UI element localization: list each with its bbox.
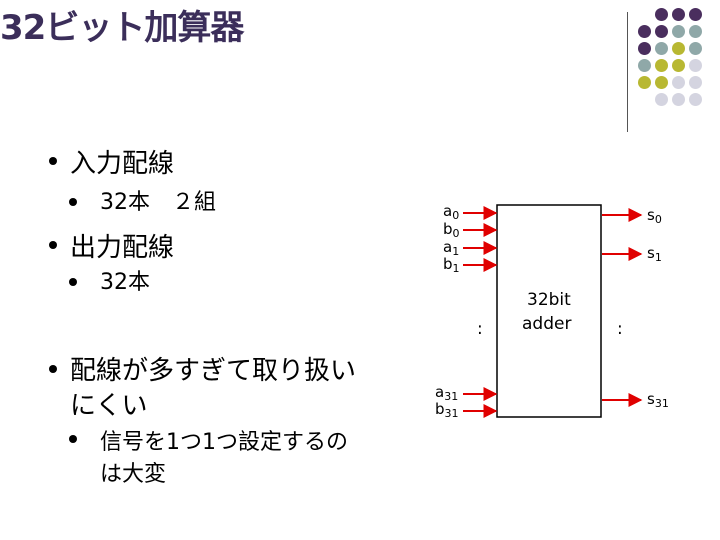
sub-bullet-marker (69, 198, 77, 206)
decorative-dot (655, 76, 668, 89)
decorative-dot (638, 25, 651, 38)
adder-label-line2: adder (522, 314, 572, 334)
bullet-marker (49, 365, 57, 373)
decorative-dot (672, 59, 685, 72)
input-label-a31: a31 (435, 383, 459, 404)
adder-label-line1: 32bit (527, 290, 571, 310)
input-label-a1: a1 (443, 238, 460, 259)
decorative-dot (689, 93, 702, 106)
sub-bullet-hard-to-set-line1: 信号を1つ1つ設定するの (100, 430, 348, 455)
decorative-dot (689, 42, 702, 55)
decorative-dot (672, 42, 685, 55)
sub-bullet-marker (69, 278, 77, 286)
bullet-input-wiring: 入力配線 (70, 149, 175, 179)
decorative-dot (655, 8, 668, 21)
decorative-dot (689, 59, 702, 72)
decorative-dot (672, 25, 685, 38)
bullet-too-many-wires-line2: にくい (70, 391, 148, 421)
output-ellipsis: : (617, 319, 623, 339)
decorative-dot (689, 76, 702, 89)
bullet-marker (49, 241, 57, 249)
input-label-b1: b1 (443, 255, 460, 276)
decorative-divider (627, 12, 628, 132)
sub-bullet-input-count: 32本 ２組 (100, 190, 216, 215)
decorative-dot (689, 25, 702, 38)
decorative-dot (638, 42, 651, 55)
sub-bullet-marker (69, 435, 77, 443)
input-ellipsis: : (477, 319, 483, 339)
decorative-dot (638, 59, 651, 72)
decorative-dot (689, 8, 702, 21)
decorative-dot (672, 93, 685, 106)
bullet-marker (49, 157, 57, 165)
output-label-s0: s0 (647, 206, 662, 227)
decorative-dot (655, 25, 668, 38)
sub-bullet-hard-to-set-line2: は大変 (100, 462, 167, 487)
bullet-output-wiring: 出力配線 (70, 233, 175, 263)
input-label-b31: b31 (435, 400, 459, 421)
decorative-dot (672, 76, 685, 89)
output-label-s31: s31 (647, 390, 669, 411)
decorative-dot (638, 76, 651, 89)
output-label-s1: s1 (647, 244, 662, 265)
decorative-dot (672, 8, 685, 21)
sub-bullet-output-count: 32本 (100, 270, 150, 295)
decorative-dot (655, 59, 668, 72)
adder-block (496, 204, 602, 418)
bullet-too-many-wires-line1: 配線が多すぎて取り扱い (70, 356, 357, 386)
input-label-a0: a0 (443, 202, 460, 223)
input-label-b0: b0 (443, 220, 460, 241)
decorative-dot (655, 93, 668, 106)
decorative-dot (655, 42, 668, 55)
slide-title: 32ビット加算器 (0, 8, 244, 48)
